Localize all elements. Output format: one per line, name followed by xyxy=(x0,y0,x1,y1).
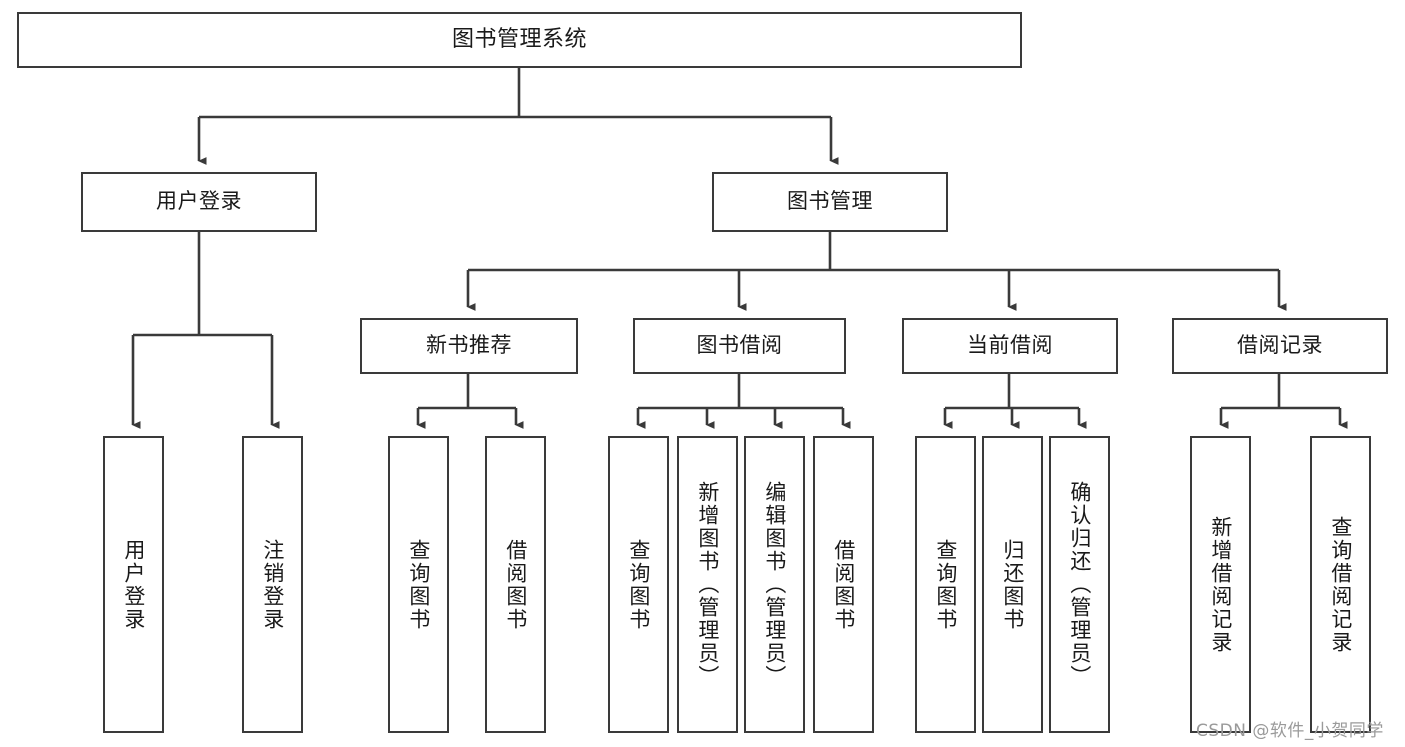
node-book-management[interactable]: 图书管理 xyxy=(712,172,948,232)
leaf-logout[interactable]: 注销登录 xyxy=(242,436,303,733)
leaf-return-book[interactable]: 归还图书 xyxy=(982,436,1043,733)
leaf-borrow-book[interactable]: 借阅图书 xyxy=(813,436,874,733)
leaf-query-book-borrow[interactable]: 查询图书 xyxy=(608,436,669,733)
node-current-borrow[interactable]: 当前借阅 xyxy=(902,318,1118,374)
node-label: 图书借阅 xyxy=(696,333,783,358)
node-label: 查询借阅记录 xyxy=(1328,515,1353,654)
node-label: 新增借阅记录 xyxy=(1208,515,1233,654)
leaf-query-book-current[interactable]: 查询图书 xyxy=(915,436,976,733)
node-label: 借阅图书 xyxy=(831,538,856,631)
node-label: 用户登录 xyxy=(156,189,242,214)
leaf-add-book-admin[interactable]: 新增图书（管理员） xyxy=(677,436,738,733)
leaf-query-book-recommend[interactable]: 查询图书 xyxy=(388,436,449,733)
leaf-query-borrow-record[interactable]: 查询借阅记录 xyxy=(1310,436,1371,733)
node-label: 当前借阅 xyxy=(967,333,1053,358)
watermark-text: CSDN @软件_小贺同学 xyxy=(1196,721,1384,741)
leaf-confirm-return-admin[interactable]: 确认归还（管理员） xyxy=(1049,436,1110,733)
leaf-add-borrow-record[interactable]: 新增借阅记录 xyxy=(1190,436,1251,733)
node-label: 新增图书（管理员） xyxy=(695,481,720,688)
node-book-borrow[interactable]: 图书借阅 xyxy=(633,318,846,374)
node-borrow-record[interactable]: 借阅记录 xyxy=(1172,318,1388,374)
node-label: 图书管理 xyxy=(787,189,873,214)
leaf-user-login[interactable]: 用户登录 xyxy=(103,436,164,733)
node-label: 注销登录 xyxy=(260,538,285,631)
node-label: 查询图书 xyxy=(933,538,958,631)
node-label: 查询图书 xyxy=(626,538,651,631)
leaf-borrow-book-recommend[interactable]: 借阅图书 xyxy=(485,436,546,733)
node-label: 借阅图书 xyxy=(503,538,528,631)
node-label: 确认归还（管理员） xyxy=(1067,481,1092,688)
leaf-edit-book-admin[interactable]: 编辑图书（管理员） xyxy=(744,436,805,733)
node-label: 查询图书 xyxy=(406,538,431,631)
node-new-book-recommend[interactable]: 新书推荐 xyxy=(360,318,578,374)
node-label: 用户登录 xyxy=(121,538,146,631)
node-user-login[interactable]: 用户登录 xyxy=(81,172,317,232)
node-label: 图书管理系统 xyxy=(451,27,587,53)
node-label: 借阅记录 xyxy=(1237,333,1323,358)
node-label: 编辑图书（管理员） xyxy=(762,481,787,688)
node-root[interactable]: 图书管理系统 xyxy=(17,12,1022,68)
node-label: 新书推荐 xyxy=(426,333,512,358)
node-label: 归还图书 xyxy=(1000,538,1025,631)
